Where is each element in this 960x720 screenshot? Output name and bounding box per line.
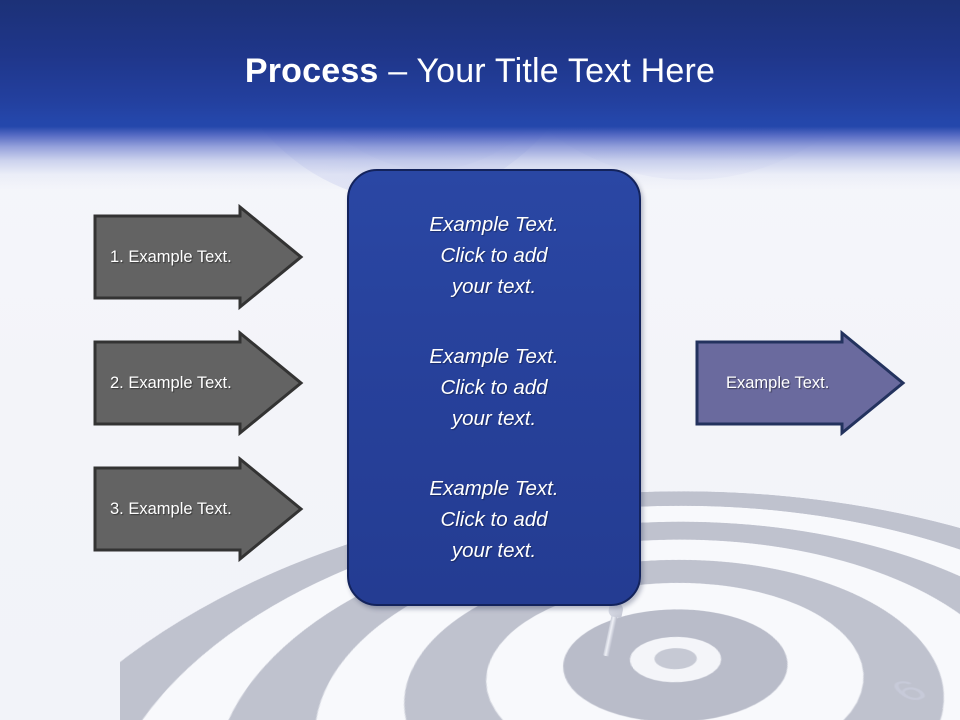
step-arrow-3[interactable]: 3. Example Text. (92, 456, 304, 562)
panel-text-block-1: Example Text. Click to add your text. (429, 209, 558, 302)
step-arrow-3-label: 3. Example Text. (92, 499, 232, 519)
step-arrow-2[interactable]: 2. Example Text. (92, 330, 304, 436)
step-arrow-1-label: 1. Example Text. (92, 247, 232, 267)
panel-text-block-3: Example Text. Click to add your text. (429, 473, 558, 566)
page-title-strong: Process (245, 52, 379, 90)
process-panel[interactable]: Example Text. Click to add your text. Ex… (347, 169, 641, 606)
page-title-rest: – Your Title Text Here (379, 52, 716, 90)
page-title: Process – Your Title Text Here (0, 50, 960, 92)
result-arrow[interactable]: Example Text. (694, 330, 906, 436)
result-arrow-label: Example Text. (694, 373, 829, 393)
step-arrow-2-label: 2. Example Text. (92, 373, 232, 393)
header-banner (0, 0, 960, 196)
panel-text-block-2: Example Text. Click to add your text. (429, 341, 558, 434)
step-arrow-1[interactable]: 1. Example Text. (92, 204, 304, 310)
